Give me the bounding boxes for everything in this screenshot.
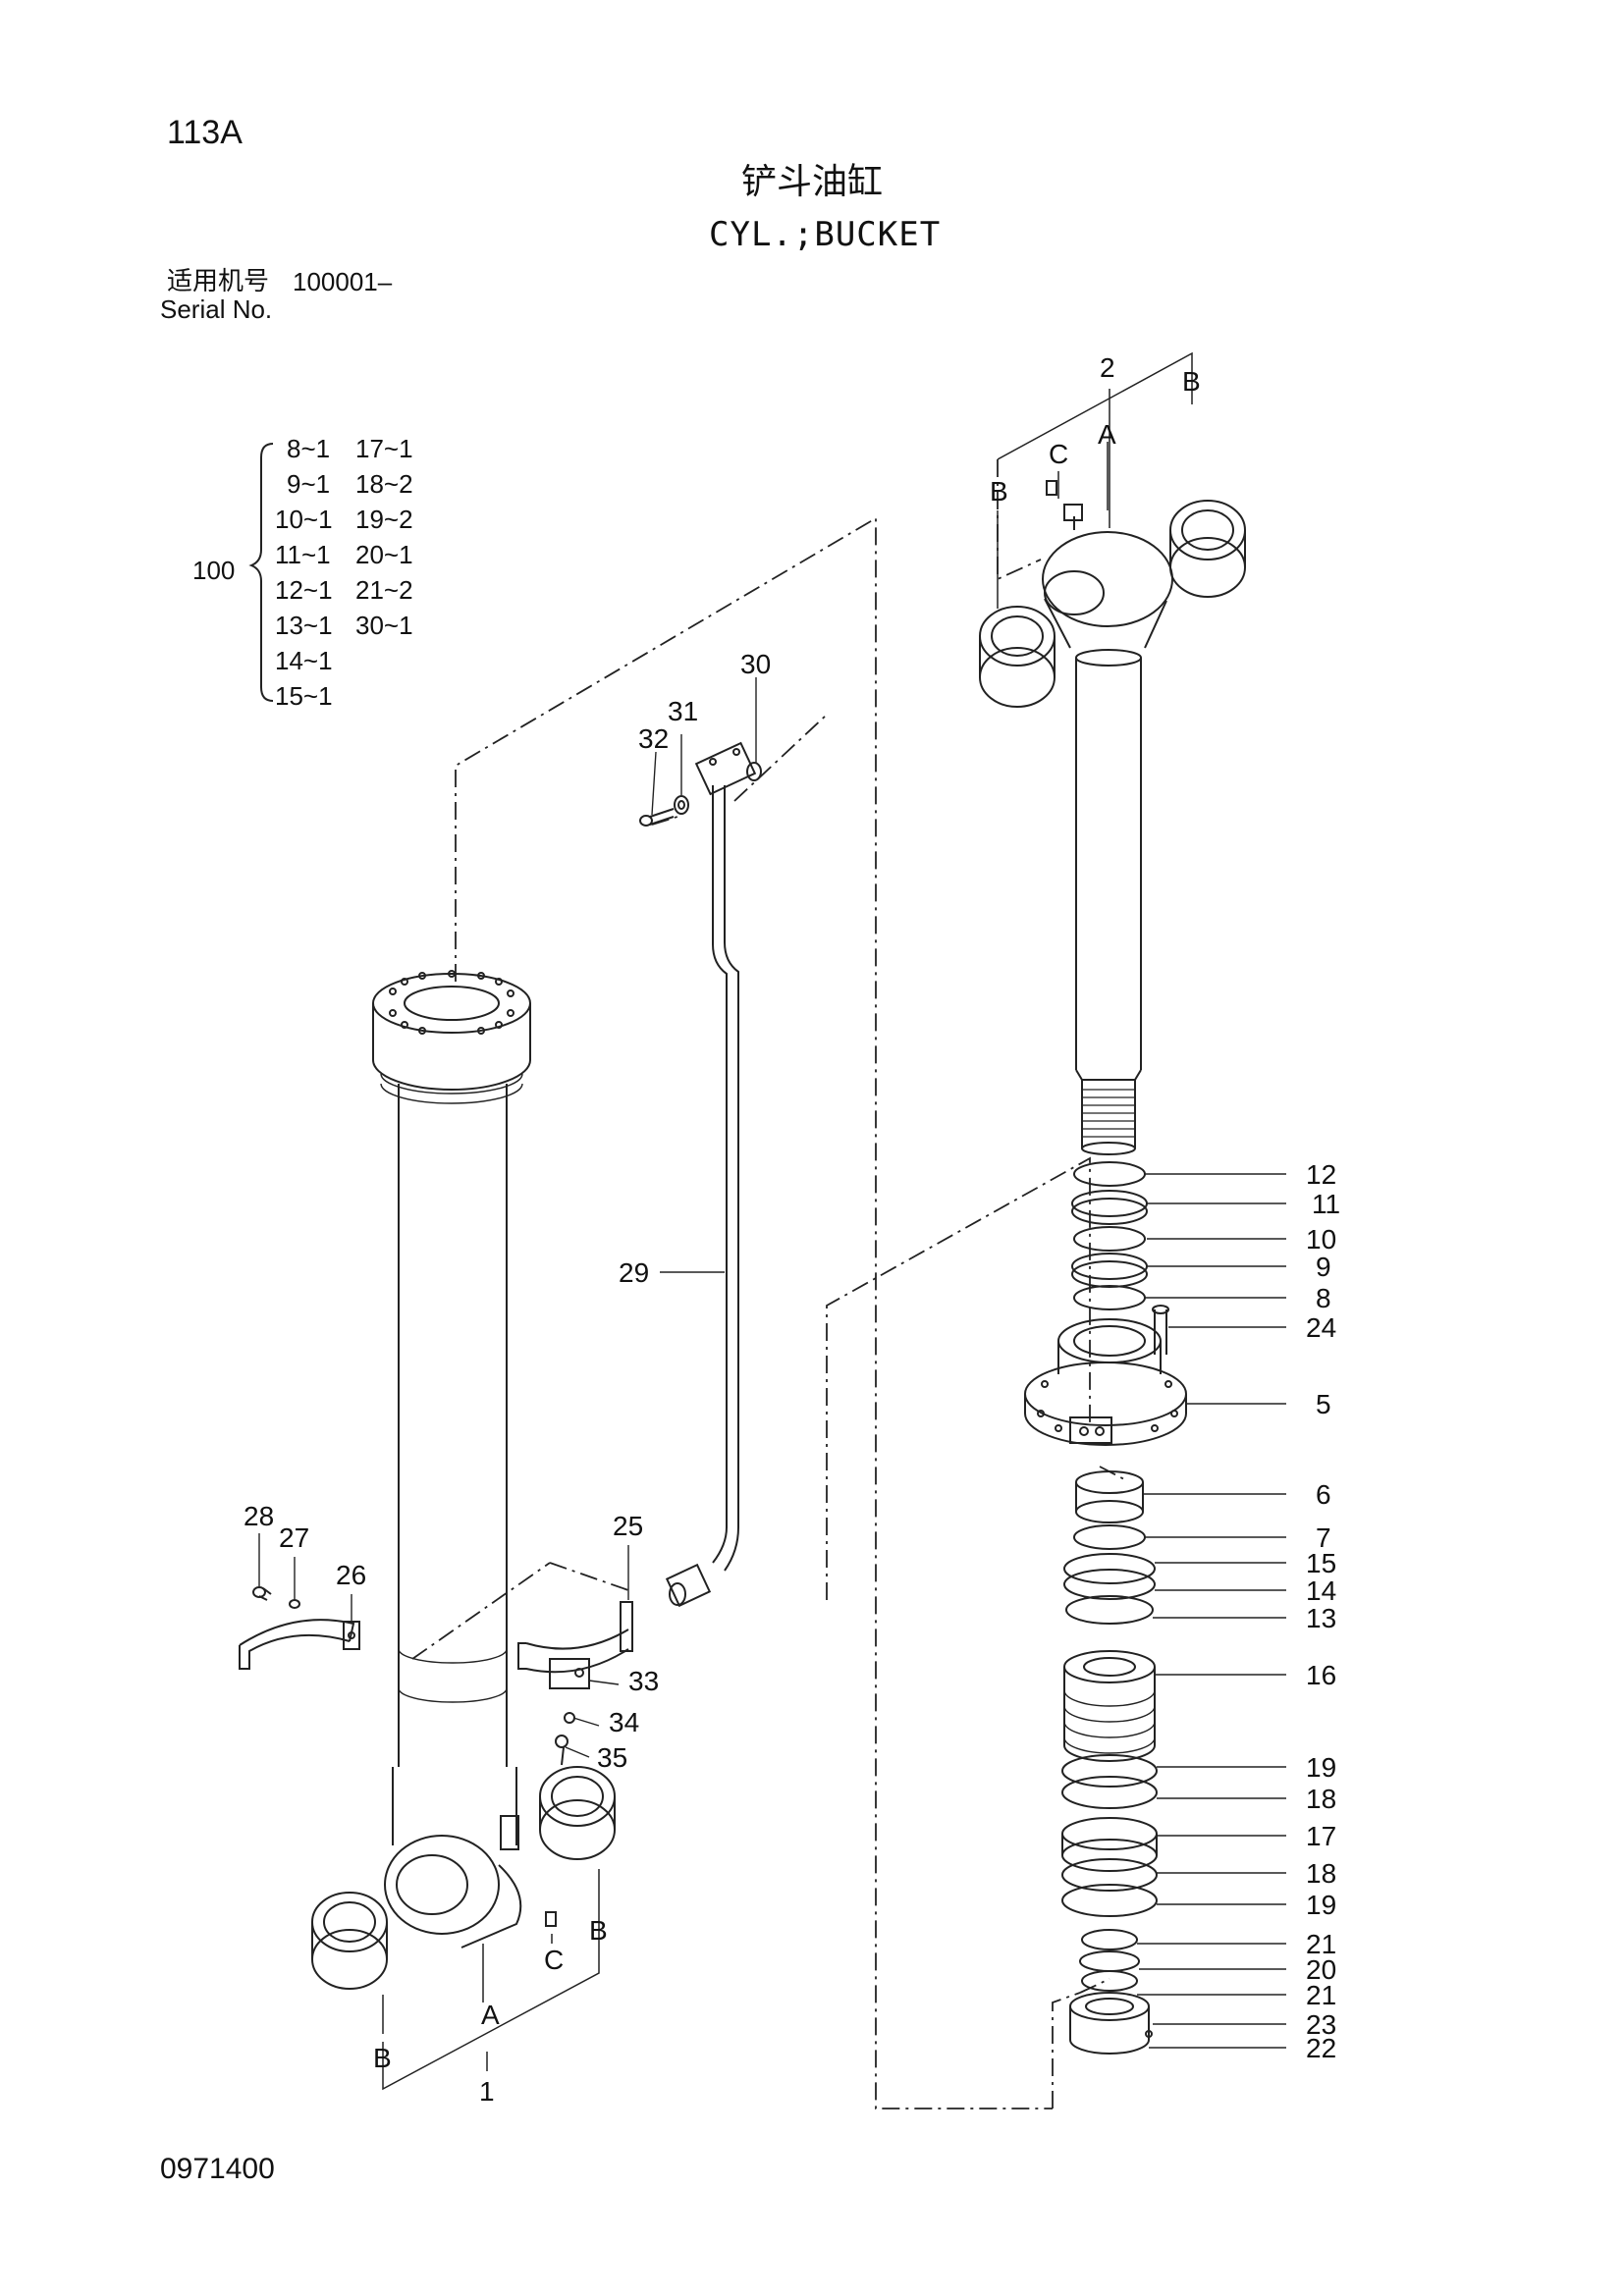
left-leader-lines [258, 677, 757, 1758]
callout-6: 6 [1316, 1479, 1331, 1510]
top-leader-lines [997, 351, 1193, 609]
callout-17: 17 [1306, 1821, 1336, 1851]
callout-29: 29 [619, 1257, 649, 1288]
right-leader-lines [1137, 1173, 1286, 2049]
kit-bracket [248, 443, 274, 702]
callout-27: 27 [279, 1522, 309, 1553]
nut-22 [1069, 1992, 1153, 2055]
kit-item: 14~1 [275, 646, 333, 675]
callout-14: 14 [1306, 1575, 1336, 1606]
rod-bushings [979, 500, 1246, 708]
callout-32: 32 [638, 723, 669, 754]
seal-stack-lower [1061, 1754, 1158, 1992]
callout-13: 13 [1306, 1603, 1336, 1633]
pipe-29 [665, 741, 757, 1608]
callout-9: 9 [1316, 1252, 1331, 1282]
callout-2: 2 [1100, 352, 1115, 383]
callout-16: 16 [1306, 1660, 1336, 1690]
callout-33: 33 [628, 1666, 659, 1696]
bottom-leader-lines [382, 1869, 600, 2091]
callout-24: 24 [1306, 1312, 1336, 1343]
callout-22: 22 [1306, 2033, 1336, 2063]
piston-rod [1075, 649, 1142, 1155]
callout-18b: 18 [1306, 1858, 1336, 1889]
kit-item: 8~1 [287, 434, 330, 463]
document-number: 0971400 [160, 2153, 275, 2185]
callout-26: 26 [336, 1560, 366, 1590]
label-A-bottom: A [481, 2000, 500, 2030]
kit-item: 12~1 [275, 575, 333, 605]
kit-col1: 8~1 9~1 10~1 11~1 12~1 13~1 14~1 15~1 [275, 434, 333, 711]
piston [1063, 1650, 1156, 1762]
callout-34: 34 [609, 1707, 639, 1737]
callout-10: 10 [1306, 1224, 1336, 1255]
kit-item: 30~1 [355, 611, 413, 640]
cylinder-tube [372, 970, 531, 1949]
label-C-top: C [1049, 439, 1068, 469]
label-B-top-left: B [990, 476, 1008, 507]
callout-23: 23 [1306, 2009, 1336, 2040]
callout-8: 8 [1316, 1283, 1331, 1313]
callout-25: 25 [613, 1511, 643, 1541]
kit-item: 17~1 [355, 434, 413, 463]
callout-12: 12 [1306, 1159, 1336, 1190]
bolt-24 [1152, 1305, 1169, 1355]
label-C-bottom: C [544, 1945, 564, 1975]
clamp-25 [517, 1601, 633, 1766]
kit-item: 13~1 [275, 611, 333, 640]
label-B-bottom-left: B [373, 2043, 392, 2073]
page-number: 113A [167, 114, 243, 151]
callout-19a: 19 [1306, 1752, 1336, 1783]
callout-1: 1 [479, 2076, 495, 2107]
serial-label-english: Serial No. [160, 294, 273, 324]
kit-item: 20~1 [355, 540, 413, 569]
callout-28: 28 [244, 1501, 274, 1531]
label-A-top: A [1098, 419, 1116, 450]
kit-item: 9~1 [287, 469, 330, 499]
serial-value: 100001– [293, 267, 393, 296]
title-english: CYL.;BUCKET [709, 215, 942, 254]
kit-item: 21~2 [355, 575, 413, 605]
kit-label: 100 [192, 556, 235, 585]
callout-35: 35 [597, 1742, 627, 1773]
callout-31: 31 [668, 696, 698, 726]
callout-11: 11 [1312, 1189, 1340, 1219]
clamp-26 [239, 1586, 360, 1670]
callout-20: 20 [1306, 1954, 1336, 1985]
kit-col2: 17~1 18~2 19~2 20~1 21~2 30~1 [355, 434, 413, 640]
bottom-bushings [311, 1766, 616, 1990]
kit-item: 15~1 [275, 681, 333, 711]
callout-21a: 21 [1306, 1929, 1336, 1959]
serial-label-chinese: 适用机号 [167, 267, 270, 296]
callout-21b: 21 [1306, 1980, 1336, 2010]
callout-7: 7 [1316, 1522, 1331, 1553]
callout-30: 30 [740, 649, 771, 679]
kit-item: 18~2 [355, 469, 413, 499]
callout-19b: 19 [1306, 1890, 1336, 1920]
kit-item: 10~1 [275, 505, 333, 534]
label-B-top-right: B [1182, 366, 1201, 397]
callout-5: 5 [1316, 1389, 1331, 1419]
kit-list: 100 8~1 9~1 10~1 11~1 12~1 13~1 14~1 15~… [192, 434, 413, 711]
callout-numbers: 2 A B B C 12 11 10 9 8 24 5 6 7 15 14 13… [244, 352, 1340, 2107]
seal-stack-middle [1063, 1470, 1156, 1625]
callout-15: 15 [1306, 1548, 1336, 1578]
kit-item: 11~1 [275, 540, 331, 569]
title-chinese: 铲斗油缸 [741, 162, 884, 202]
callout-18a: 18 [1306, 1784, 1336, 1814]
label-B-bottom-right: B [589, 1915, 608, 1946]
rod-head [1024, 1318, 1187, 1446]
bolt-32 [639, 762, 762, 827]
seal-stack-upper [1071, 1161, 1148, 1310]
kit-item: 19~2 [355, 505, 413, 534]
